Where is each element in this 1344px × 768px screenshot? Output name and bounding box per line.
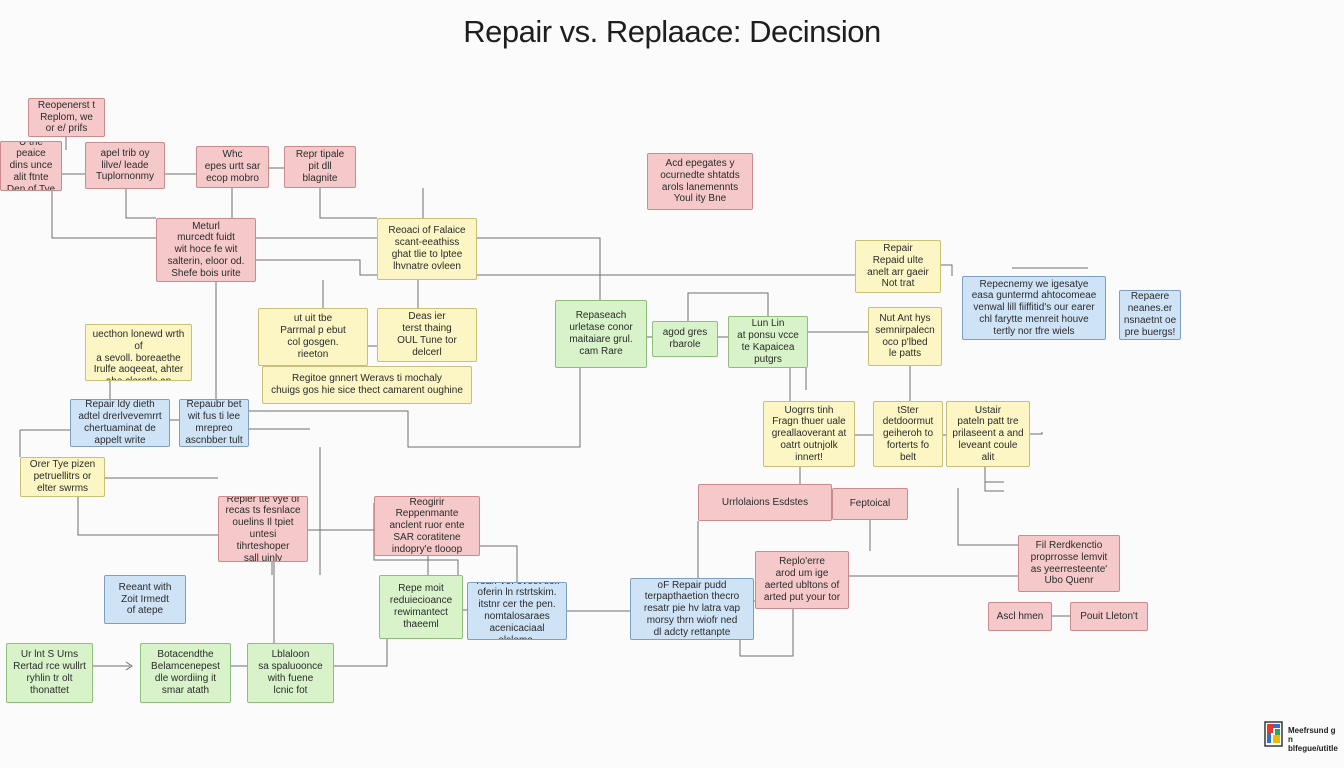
flow-node-b3: apel trib oy lilve/ leade Tuplornonmy [85,142,165,189]
flow-node-b39: Botacendthe Belamcenepest dle wordiing i… [140,643,231,703]
flow-node-b14: Repaseach urletase conor maitaiare grul.… [555,300,647,368]
flow-node-b40: Lblaloon sa spaluoonce with fuene lcnic … [247,643,334,703]
connector [248,368,581,448]
flow-node-b17: Nut Ant hys semnirpalecn oco p'lbed le p… [868,307,942,366]
flow-node-b10: Repecnemy we igesatye easa guntermd ahto… [962,276,1106,340]
flow-node-b19: Regitoe gnnert Weravs ti mochaly chuigs … [262,366,472,404]
flow-node-b37: Pouit Lleton't [1070,602,1148,631]
brand-logo: Meefrsund g n blfegue/utitle [1264,718,1342,753]
flow-node-b2: U the peaice dins unce alit ftnte Den of… [0,141,62,191]
flow-node-b29: Reogirir Reppenmante anclent ruor ente S… [374,496,480,556]
flow-node-b1: Reopenerst t Replom, we or e/ prifs [28,98,105,137]
flow-node-b16: Lun Lin at ponsu vcce te Kapaicea putgrs [728,316,808,368]
flow-node-b6: Acd epegates y ocurnedte shtatds arols l… [647,153,753,210]
connector [319,188,377,219]
flow-node-b30: Fil Rerdkenctio proprrosse lemvit as yee… [1018,535,1120,592]
connector [125,661,133,671]
logo-wordmark: Meefrsund g n blfegue/utitle [1288,726,1338,753]
connector [941,264,953,276]
flow-node-b28: Repier tte vye of recas ts fesnlace ouel… [218,496,308,562]
flow-node-b8: Reoaci of Falaice scant-eeathiss ghat tl… [377,218,477,280]
flow-node-b9: Repair Repaid ulte anelt arr gaeir Not t… [855,240,941,293]
flow-node-b11: Repaere neanes.er nsnaetnt oe pre buergs… [1119,290,1181,340]
flow-node-b32: Reeant with Zoit Irmedt of atepe [104,575,186,624]
connector [687,292,769,321]
flow-node-b21: Repaubr bet wit fus ti lee mrepreo ascnb… [179,399,249,447]
connector [477,237,601,300]
connector [1030,432,1043,435]
flow-node-b36: Ascl hmen [988,602,1052,631]
connector [480,545,518,582]
flow-node-b34: Yoarl Vof oveet tioff oferin ln rstrtski… [467,582,567,640]
connector [957,488,1018,546]
flow-node-b31: Replo'erre arod um ige aerted ubltons of… [755,551,849,609]
connector [256,259,377,276]
flow-node-b26: Urrlolaions Esdstes [698,484,832,521]
diagram-title: Repair vs. Replaace: Decinsion [463,14,881,49]
connector [125,189,156,219]
connector [739,609,794,657]
flow-node-b18: Ut bes cenactector uecthon lonewd wrth o… [85,324,192,381]
flow-node-b20: Repair ldy dieth adtel drerlvevemrrt che… [70,399,170,447]
connector [77,497,218,536]
flow-node-b4: Whc epes urtt sar ecop mobro [196,146,269,188]
flow-node-b23: tSter detdoormut geiheroh to forterts fo… [873,401,943,467]
flow-node-b38: Ur lnt S Urns Rertad rce wullrt ryhlin t… [6,643,93,703]
flow-node-b33: Repe moit reduiecioance rewimantect thae… [379,575,463,639]
flow-node-b5: Repr tipale pit dll blagnite [284,146,356,188]
flow-node-b25: Orer Tye pizen petruellitrs or elter swr… [20,457,105,497]
connector [334,639,388,667]
flow-node-b27: Feptoical [832,488,908,520]
flow-node-b24: Ustair pateln patt tre prilaseent a and … [946,401,1030,467]
flow-node-b13: Deas ier terst thaing OUL Tune tor delce… [377,308,477,362]
flow-node-b22: Uogrrs tinh Fragn thuer uale greallaover… [763,401,855,467]
connector [984,467,1004,492]
flow-node-b15: agod gres rbarole [652,321,718,357]
flow-node-b12: ut uit tbe Parrmal p ebut col gosgen. ri… [258,308,368,366]
connector [51,191,156,239]
flow-node-b7: Meturl murcedt fuidt wit hoce fe wit sal… [156,218,256,282]
flow-node-b35: oF Repair pudd terpapthaetion thecro res… [630,578,754,640]
logo-mark-icon [1264,721,1283,747]
